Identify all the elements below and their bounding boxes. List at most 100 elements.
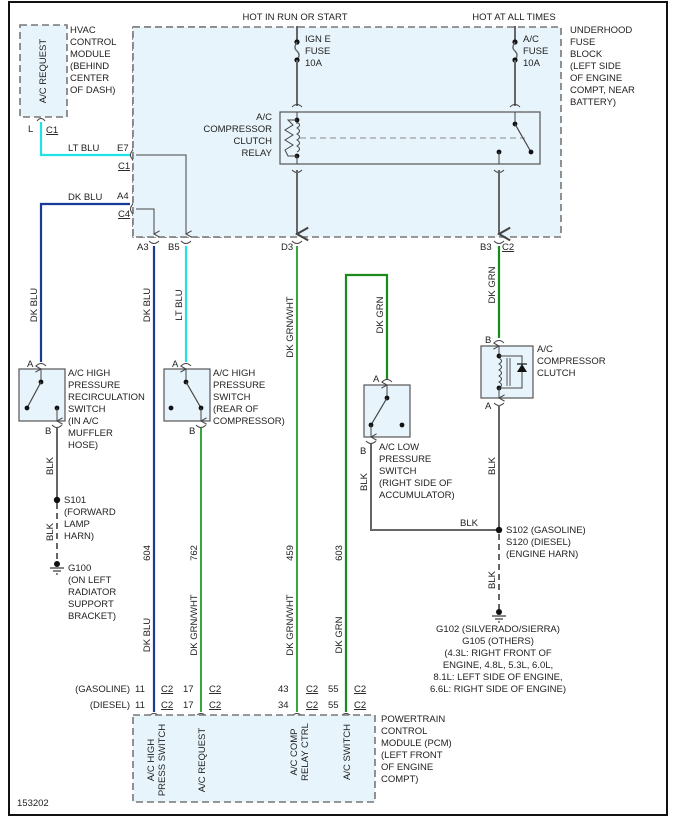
- svg-text:SWITCH: SWITCH: [213, 392, 251, 403]
- hvac-pin-l: L: [28, 124, 33, 135]
- svg-text:BRACKET): BRACKET): [68, 611, 116, 622]
- svg-text:B: B: [485, 335, 491, 346]
- svg-text:C2: C2: [209, 684, 221, 695]
- splice-s102: [495, 526, 503, 534]
- svg-text:A/C LOW: A/C LOW: [379, 442, 419, 453]
- svg-text:OF DASH): OF DASH): [70, 85, 115, 96]
- svg-text:PRESSURE: PRESSURE: [213, 380, 265, 391]
- svg-text:G100: G100: [68, 563, 91, 574]
- wire-dk-grn-603: [344, 273, 389, 712]
- hvac-module-desc: HVAC CONTROL MODULE (BEHIND CENTER OF DA…: [70, 25, 116, 96]
- svg-text:RADIATOR: RADIATOR: [68, 587, 116, 598]
- svg-text:CLUTCH: CLUTCH: [537, 368, 576, 379]
- splice-s101-label: S101 (FORWARD LAMP HARN): [64, 495, 116, 542]
- wire-label-blk-recirc2: BLK: [45, 522, 56, 541]
- svg-text:(LEFT FRONT: (LEFT FRONT: [381, 750, 443, 761]
- svg-text:11: 11: [135, 684, 145, 695]
- svg-text:OF ENGINE: OF ENGINE: [570, 73, 622, 84]
- wire-label-dk-grn-pcm: DK GRN: [334, 616, 345, 653]
- svg-text:ACCUMULATOR): ACCUMULATOR): [379, 490, 455, 501]
- wire-label-blk-clutch: BLK: [487, 456, 498, 475]
- wire-lt-blu-hvac: [39, 122, 130, 157]
- ground-g102: G102 (SILVERADO/SIERRA) G105 (OTHERS) (4…: [430, 609, 566, 695]
- svg-text:C2: C2: [209, 700, 221, 711]
- wire-label-dk-grn-low: DK GRN: [375, 296, 386, 333]
- svg-text:(LEFT SIDE: (LEFT SIDE: [570, 61, 621, 72]
- svg-text:HVAC: HVAC: [70, 25, 96, 36]
- pcm-row-diesel: (DIESEL): [90, 700, 130, 711]
- svg-text:RELAY: RELAY: [242, 148, 273, 159]
- svg-text:C2: C2: [306, 684, 318, 695]
- hvac-connector-c1: C1: [46, 125, 58, 136]
- svg-text:S101: S101: [64, 495, 86, 506]
- pcm-row-gasoline: (GASOLINE): [75, 684, 130, 695]
- svg-text:(BEHIND: (BEHIND: [70, 61, 109, 72]
- svg-text:MODULE: MODULE: [70, 49, 111, 60]
- svg-text:FUSE: FUSE: [305, 46, 330, 57]
- pin-e7-conn: C1: [118, 161, 130, 172]
- wire-label-blk-recirc: BLK: [45, 456, 56, 475]
- hvac-control-module: A/C REQUEST HVAC CONTROL MODULE (BEHIND …: [19, 24, 116, 136]
- svg-text:C2: C2: [354, 684, 366, 695]
- svg-text:A/C: A/C: [537, 344, 553, 355]
- svg-text:MODULE (PCM): MODULE (PCM): [381, 738, 452, 749]
- ac-fuse: A/C FUSE 10A: [512, 26, 548, 106]
- svg-text:B: B: [45, 426, 51, 437]
- svg-text:A: A: [172, 359, 179, 370]
- svg-text:(REAR OF: (REAR OF: [213, 404, 259, 415]
- svg-text:B: B: [189, 426, 195, 437]
- pin-b5: B5: [168, 242, 180, 253]
- splice-s101: [53, 496, 61, 504]
- svg-text:MUFFLER: MUFFLER: [68, 428, 113, 439]
- svg-text:A/C HIGH: A/C HIGH: [146, 739, 157, 781]
- pin-a4: A4: [117, 191, 129, 202]
- svg-text:17: 17: [183, 700, 194, 711]
- svg-text:G105 (OTHERS): G105 (OTHERS): [462, 636, 534, 647]
- ground-g100: G100 (ON LEFT RADIATOR SUPPORT BRACKET): [50, 561, 116, 622]
- svg-text:S120 (DIESEL): S120 (DIESEL): [506, 537, 571, 548]
- svg-text:11: 11: [135, 700, 145, 711]
- pin-d3: D3: [281, 242, 293, 253]
- svg-text:S102 (GASOLINE): S102 (GASOLINE): [506, 525, 586, 536]
- pin-e7: E7: [117, 143, 129, 154]
- svg-text:CENTER: CENTER: [70, 73, 109, 84]
- svg-text:A/C REQUEST: A/C REQUEST: [197, 728, 208, 793]
- pin-a3: A3: [137, 242, 149, 253]
- svg-text:CONTROL: CONTROL: [381, 726, 427, 737]
- svg-text:UNDERHOOD: UNDERHOOD: [570, 25, 632, 36]
- figure-id: 153202: [17, 798, 49, 809]
- ac-low-pressure-switch: A B A/C LOW PRESSURE SWITCH (RIGHT SIDE …: [360, 374, 455, 501]
- pin-b3-conn: C2: [502, 242, 514, 253]
- ac-high-pressure-switch: A B A/C HIGH PRESSURE SWITCH (REAR OF CO…: [163, 359, 285, 437]
- svg-text:COMPT, NEAR: COMPT, NEAR: [570, 85, 635, 96]
- svg-text:BATTERY): BATTERY): [570, 97, 616, 108]
- svg-text:10A: 10A: [305, 58, 323, 69]
- svg-text:A/C HIGH: A/C HIGH: [68, 368, 110, 379]
- svg-text:PRESS SWITCH: PRESS SWITCH: [157, 724, 168, 796]
- svg-text:A/C SWITCH: A/C SWITCH: [342, 724, 353, 780]
- circuit-459: 459: [285, 545, 296, 561]
- circuit-603: 603: [334, 545, 345, 561]
- wire-dk-blu-recirc: [39, 202, 130, 362]
- hot-all-times-label: HOT AT ALL TIMES: [472, 12, 555, 23]
- svg-text:FUSE: FUSE: [570, 37, 595, 48]
- svg-text:55: 55: [328, 684, 339, 695]
- svg-text:FUSE: FUSE: [523, 46, 548, 57]
- svg-text:RECIRCULATION: RECIRCULATION: [68, 392, 145, 403]
- svg-text:BLOCK: BLOCK: [570, 49, 603, 60]
- pin-a4-conn: C4: [118, 209, 130, 220]
- svg-text:A/C COMP: A/C COMP: [289, 729, 300, 776]
- svg-text:COMPRESSOR: COMPRESSOR: [203, 124, 272, 135]
- svg-text:34: 34: [278, 700, 289, 711]
- svg-text:55: 55: [328, 700, 339, 711]
- wire-label-dk-grn-b3: DK GRN: [487, 266, 498, 303]
- svg-text:A/C: A/C: [256, 112, 272, 123]
- svg-text:B: B: [360, 446, 366, 457]
- svg-text:G102 (SILVERADO/SIERRA): G102 (SILVERADO/SIERRA): [436, 624, 560, 635]
- ac-high-pressure-recirculation-switch: A B A/C HIGH PRESSURE RECIRCULATION SWIT…: [18, 359, 145, 451]
- fuse-block-desc: UNDERHOOD FUSE BLOCK (LEFT SIDE OF ENGIN…: [570, 25, 635, 108]
- wire-label-dk-grn-wht-d3: DK GRN/WHT: [285, 296, 296, 357]
- svg-text:SUPPORT: SUPPORT: [68, 599, 114, 610]
- svg-text:A: A: [27, 359, 34, 370]
